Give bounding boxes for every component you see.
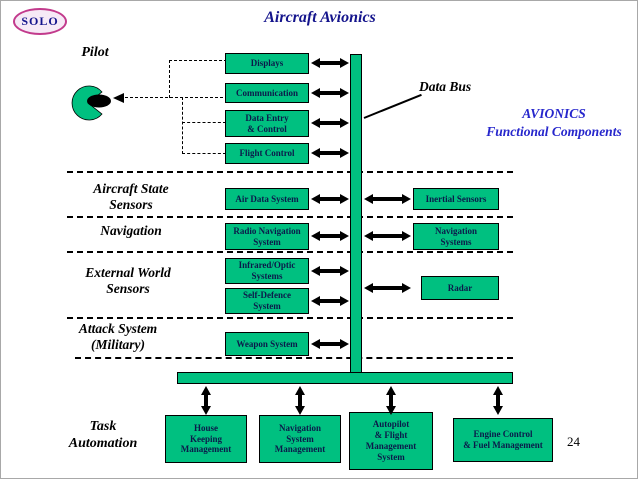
bus-arrow-radar: [364, 282, 411, 294]
connector-flight-control: [182, 153, 226, 154]
pilot-label: Pilot: [81, 45, 109, 60]
separator-external-world: [67, 317, 513, 319]
connector-displays-vert: [169, 60, 170, 98]
box-engine: Engine Control & Fuel Management: [453, 418, 553, 462]
bus-arrow-self-defence: [311, 295, 349, 307]
data-bus-pointer-line: [363, 93, 422, 119]
connector-lower-vert: [182, 97, 183, 154]
data-bus-vertical: [350, 54, 362, 384]
connector-data-entry: [182, 122, 226, 123]
avionics-functional-components-label: AVIONICS Functional Components: [486, 106, 622, 139]
bus-arrow-infrared: [311, 265, 349, 277]
box-displays: Displays: [225, 53, 309, 74]
external-world-sensors-label: External World Sensors: [85, 265, 171, 297]
bus-arrow-radio-nav: [311, 230, 349, 242]
box-weapon: Weapon System: [225, 332, 309, 356]
bus-arrow-displays: [311, 57, 349, 69]
box-self-defence: Self-Defence System: [225, 288, 309, 314]
connector-displays: [169, 60, 227, 61]
separator-attack-system: [75, 357, 513, 359]
bus-arrow-air-data: [311, 193, 349, 205]
box-nav-systems: Navigation Systems: [413, 223, 499, 250]
data-bus-label: Data Bus: [419, 79, 472, 94]
bus-arrow-weapon: [311, 338, 349, 350]
bus-arrow-communication: [311, 87, 349, 99]
page-title: Aircraft Avionics: [264, 9, 376, 26]
bus-arrow-nav-systems: [364, 230, 411, 242]
page-number: 24: [567, 434, 580, 449]
box-radio-nav: Radio Navigation System: [225, 223, 309, 250]
bus-arrow-flight-control: [311, 147, 349, 159]
box-radar: Radar: [421, 276, 499, 300]
solo-badge: SOLO: [13, 8, 67, 35]
separator-navigation: [67, 251, 513, 253]
separator-aircraft-state: [67, 216, 513, 218]
box-flight-control: Flight Control: [225, 143, 309, 164]
data-bus-horizontal: [177, 372, 513, 384]
bus-arrow-engine: [492, 386, 504, 415]
pilot-arrowhead-icon: [113, 93, 124, 103]
box-nav-management: Navigation System Management: [259, 415, 341, 463]
separator-pilot: [67, 171, 513, 173]
bus-arrow-house-keeping: [200, 386, 212, 415]
box-air-data: Air Data System: [225, 188, 309, 210]
box-autopilot: Autopilot & Flight Management System: [349, 412, 433, 470]
box-inertial: Inertial Sensors: [413, 188, 499, 210]
task-automation-label: Task Automation: [68, 419, 138, 451]
connector-communication: [125, 97, 223, 98]
aircraft-state-sensors-label: Aircraft State Sensors: [93, 181, 169, 213]
box-house-keeping: House Keeping Management: [165, 415, 247, 463]
bus-arrow-data-entry: [311, 117, 349, 129]
bus-arrow-nav-management: [294, 386, 306, 415]
bus-arrow-inertial: [364, 193, 411, 205]
box-infrared: Infrared/Optic Systems: [225, 258, 309, 284]
attack-system-label: Attack System (Military): [78, 321, 158, 353]
navigation-label: Navigation: [100, 223, 162, 238]
box-communication: Communication: [225, 83, 309, 103]
pilot-icon: [71, 85, 111, 121]
box-data-entry: Data Entry & Control: [225, 110, 309, 137]
bus-arrow-autopilot: [385, 386, 397, 415]
